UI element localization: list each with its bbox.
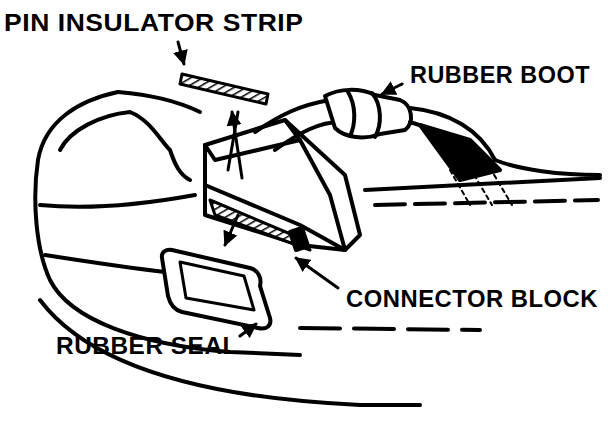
connector-face (205, 185, 345, 250)
housing-base-edge (300, 328, 480, 330)
housing-inner (60, 112, 190, 180)
part-label: RUBBER BOOT (410, 62, 590, 88)
connector-side (300, 140, 345, 250)
connector-top (205, 120, 300, 160)
connector-latch (290, 228, 308, 250)
rubber-seal-inner (180, 262, 254, 310)
housing-edge (118, 92, 200, 112)
part-label: PIN INSULATOR STRIP (4, 10, 303, 36)
leader-arrow (240, 324, 256, 336)
boot-ring (348, 92, 380, 137)
assembly-arrow (225, 215, 238, 245)
cable-sleeve (420, 125, 500, 180)
assembly-arrow (228, 112, 238, 170)
leader-arrow (296, 258, 338, 288)
leader-arrow (178, 42, 184, 64)
connector-block (205, 120, 360, 250)
connector-slot (210, 200, 310, 250)
housing-ledge (40, 195, 195, 207)
cable-wires (450, 168, 512, 205)
housing-lower (45, 255, 165, 272)
cable-end (495, 160, 600, 175)
part-label: RUBBER SEAL (56, 333, 238, 359)
rubber-boot (325, 90, 411, 138)
rubber-seal (162, 250, 271, 329)
part-label: CONNECTOR BLOCK (346, 286, 598, 312)
housing-right-edge (375, 200, 598, 205)
pin-insulator-strip (180, 74, 268, 104)
leader-arrow (382, 84, 402, 94)
